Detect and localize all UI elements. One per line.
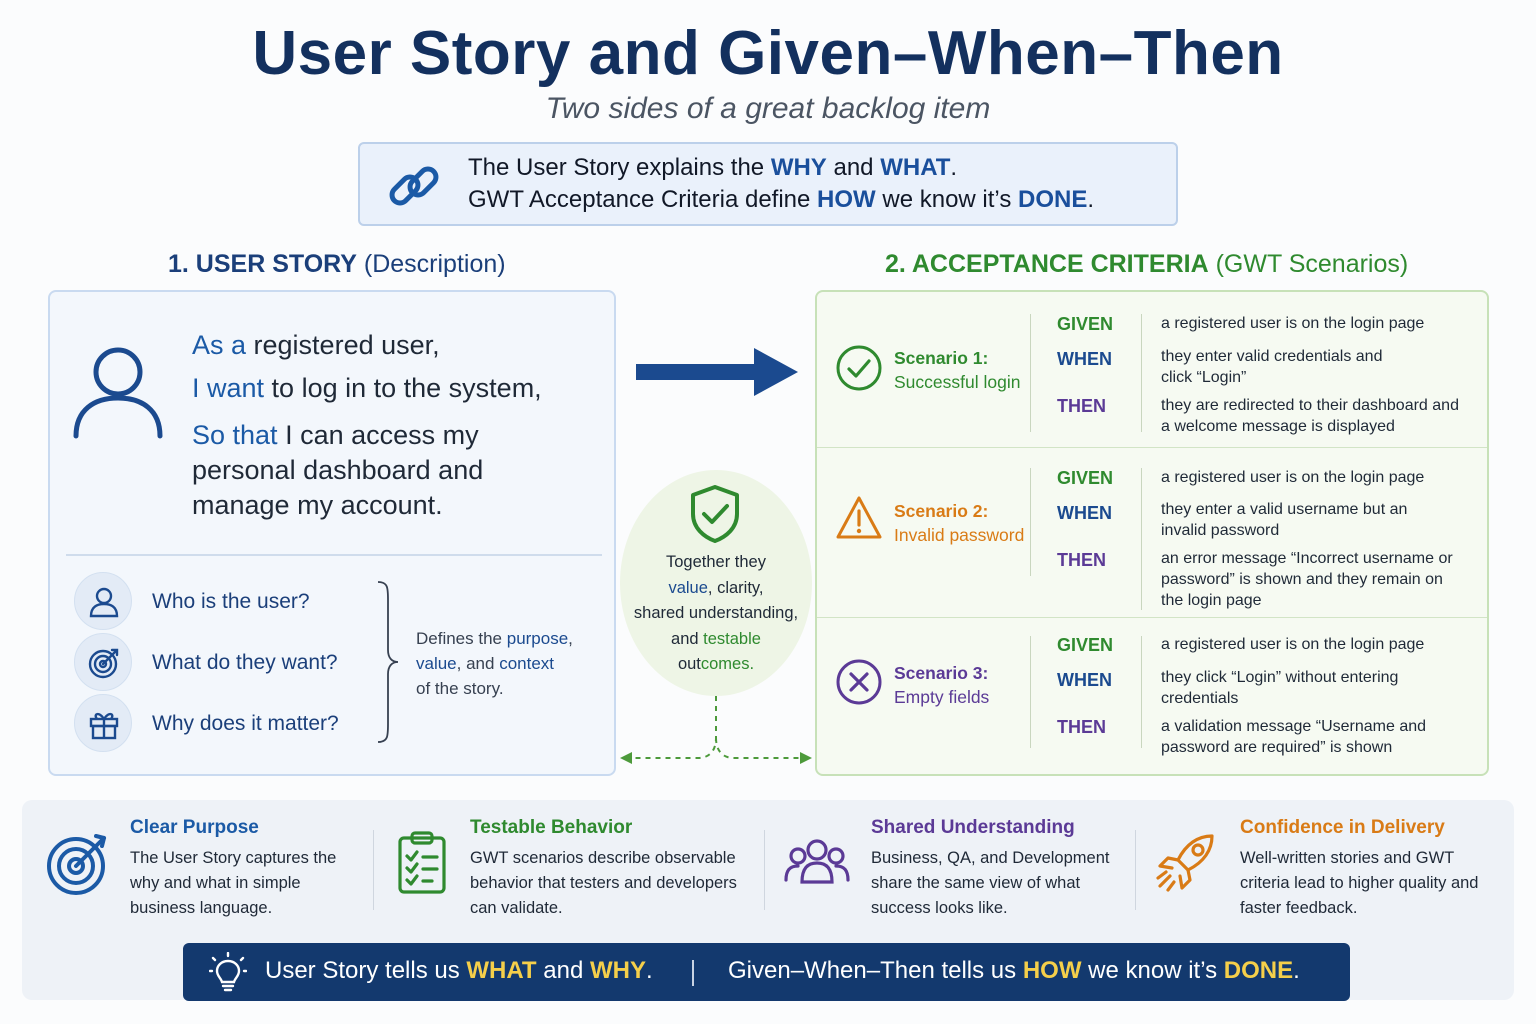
when-keyword: WHEN [1057,503,1112,523]
keyword-divider [1141,468,1142,610]
then-keyword: THEN [1057,717,1106,737]
scenario-1-label: Scenario 1:Successful login [894,348,1021,392]
person-icon [89,587,119,618]
story-as-a: As a registered user, [192,330,440,360]
given-keyword: GIVEN [1057,314,1114,334]
check-circle-icon [836,345,882,391]
benefit-text-confidence-in-delivery: Well-written stories and GWT criteria le… [1240,849,1479,917]
scenario-1-when: they enter valid credentials and click “… [1161,348,1383,386]
curly-brace [377,581,399,743]
gift-icon [89,712,119,740]
scenario-divider [1030,468,1031,576]
rocket-icon [1156,834,1214,892]
then-keyword: THEN [1057,550,1106,570]
question-what: What do they want? [152,651,338,674]
story-line-4: personal dashboard and [192,455,484,485]
x-circle-icon [836,659,882,705]
benefit-separator [373,830,374,910]
user-story-card: As a registered user, I want to log in t… [48,290,616,776]
benefit-title-confidence-in-delivery: Confidence in Delivery [1240,817,1445,838]
benefit-title-clear-purpose: Clear Purpose [130,817,259,838]
summary-banner: User Story tells us WHAT and WHY. Given–… [183,943,1350,1001]
who-icon-circle [74,572,132,630]
scenario-2-label: Scenario 2:Invalid password [894,501,1025,545]
right-arrow-icon [636,348,798,396]
when-keyword: WHEN [1057,349,1112,369]
benefit-text-clear-purpose: The User Story captures the why and what… [130,849,337,917]
story-so-that: So that I can access my [192,420,479,450]
lightbulb-icon [209,952,247,992]
story-divider [66,554,602,556]
checklist-icon [398,831,446,894]
acceptance-criteria-heading: 2. ACCEPTANCE CRITERIA (GWT Scenarios) [885,250,1409,278]
scenario-3-then: a validation message “Username and passw… [1161,718,1427,756]
benefit-separator [764,830,765,910]
why-icon-circle [74,694,132,752]
banner-right-text: Given–When–Then tells us HOW we know it’… [728,957,1300,984]
scenario-1-then: they are redirected to their dashboard a… [1161,397,1459,435]
scenario-3-when: they click “Login” without entering cred… [1161,669,1399,707]
target-icon [47,834,106,895]
scenario-2-when: they enter a valid username but an inval… [1161,501,1408,539]
scenario-2-then: an error message “Incorrect username or … [1161,550,1453,609]
scenario-row-2: Scenario 2:Invalid password GIVEN WHEN T… [817,447,1487,617]
scenario-3-label: Scenario 3:Empty fields [894,663,990,707]
scenario-row-3: Scenario 3:Empty fields GIVEN WHEN THEN … [817,617,1487,774]
target-icon [88,648,119,679]
given-keyword: GIVEN [1057,635,1114,655]
benefit-title-testable-behavior: Testable Behavior [470,817,633,838]
scenario-2-given: a registered user is on the login page [1161,469,1425,486]
scenario-divider [1030,636,1031,748]
scenario-3-given: a registered user is on the login page [1161,636,1425,653]
banner-left-text: User Story tells us WHAT and WHY. [265,957,653,984]
benefit-text-testable-behavior: GWT scenarios describe observable behavi… [470,849,737,917]
scenario-1-given: a registered user is on the login page [1161,315,1425,332]
link-icon [389,166,439,206]
banner-separator [692,960,694,986]
question-why: Why does it matter? [152,712,339,735]
what-icon-circle [74,633,132,691]
intro-callout: The User Story explains the WHY and WHAT… [358,142,1178,226]
question-who: Who is the user? [152,590,310,613]
people-icon [784,839,850,884]
acceptance-criteria-card: Scenario 1:Successful login GIVEN WHEN T… [815,290,1489,776]
story-line-5: manage my account. [192,490,443,520]
user-icon [73,347,163,439]
benefit-title-shared-understanding: Shared Understanding [871,817,1075,838]
given-keyword: GIVEN [1057,468,1114,488]
then-keyword: THEN [1057,396,1106,416]
shield-check-icon [691,485,739,543]
benefit-separator [1135,830,1136,910]
user-story-heading: 1. USER STORY (Description) [168,250,506,278]
intro-line-2: GWT Acceptance Criteria define HOW we kn… [468,186,1094,213]
page-title: User Story and Given–When–Then [252,19,1284,88]
page-subtitle: Two sides of a great backlog item [545,92,991,125]
intro-line-1: The User Story explains the WHY and WHAT… [468,154,958,181]
keyword-divider [1141,636,1142,748]
story-i-want: I want to log in to the system, [192,373,542,403]
dashed-connector [620,696,812,764]
keyword-divider [1141,314,1142,432]
scenario-row-1: Scenario 1:Successful login GIVEN WHEN T… [817,292,1487,447]
benefit-text-shared-understanding: Business, QA, and Development share the … [871,849,1110,917]
warning-icon [836,496,882,539]
scenario-divider [1030,314,1031,432]
when-keyword: WHEN [1057,670,1112,690]
